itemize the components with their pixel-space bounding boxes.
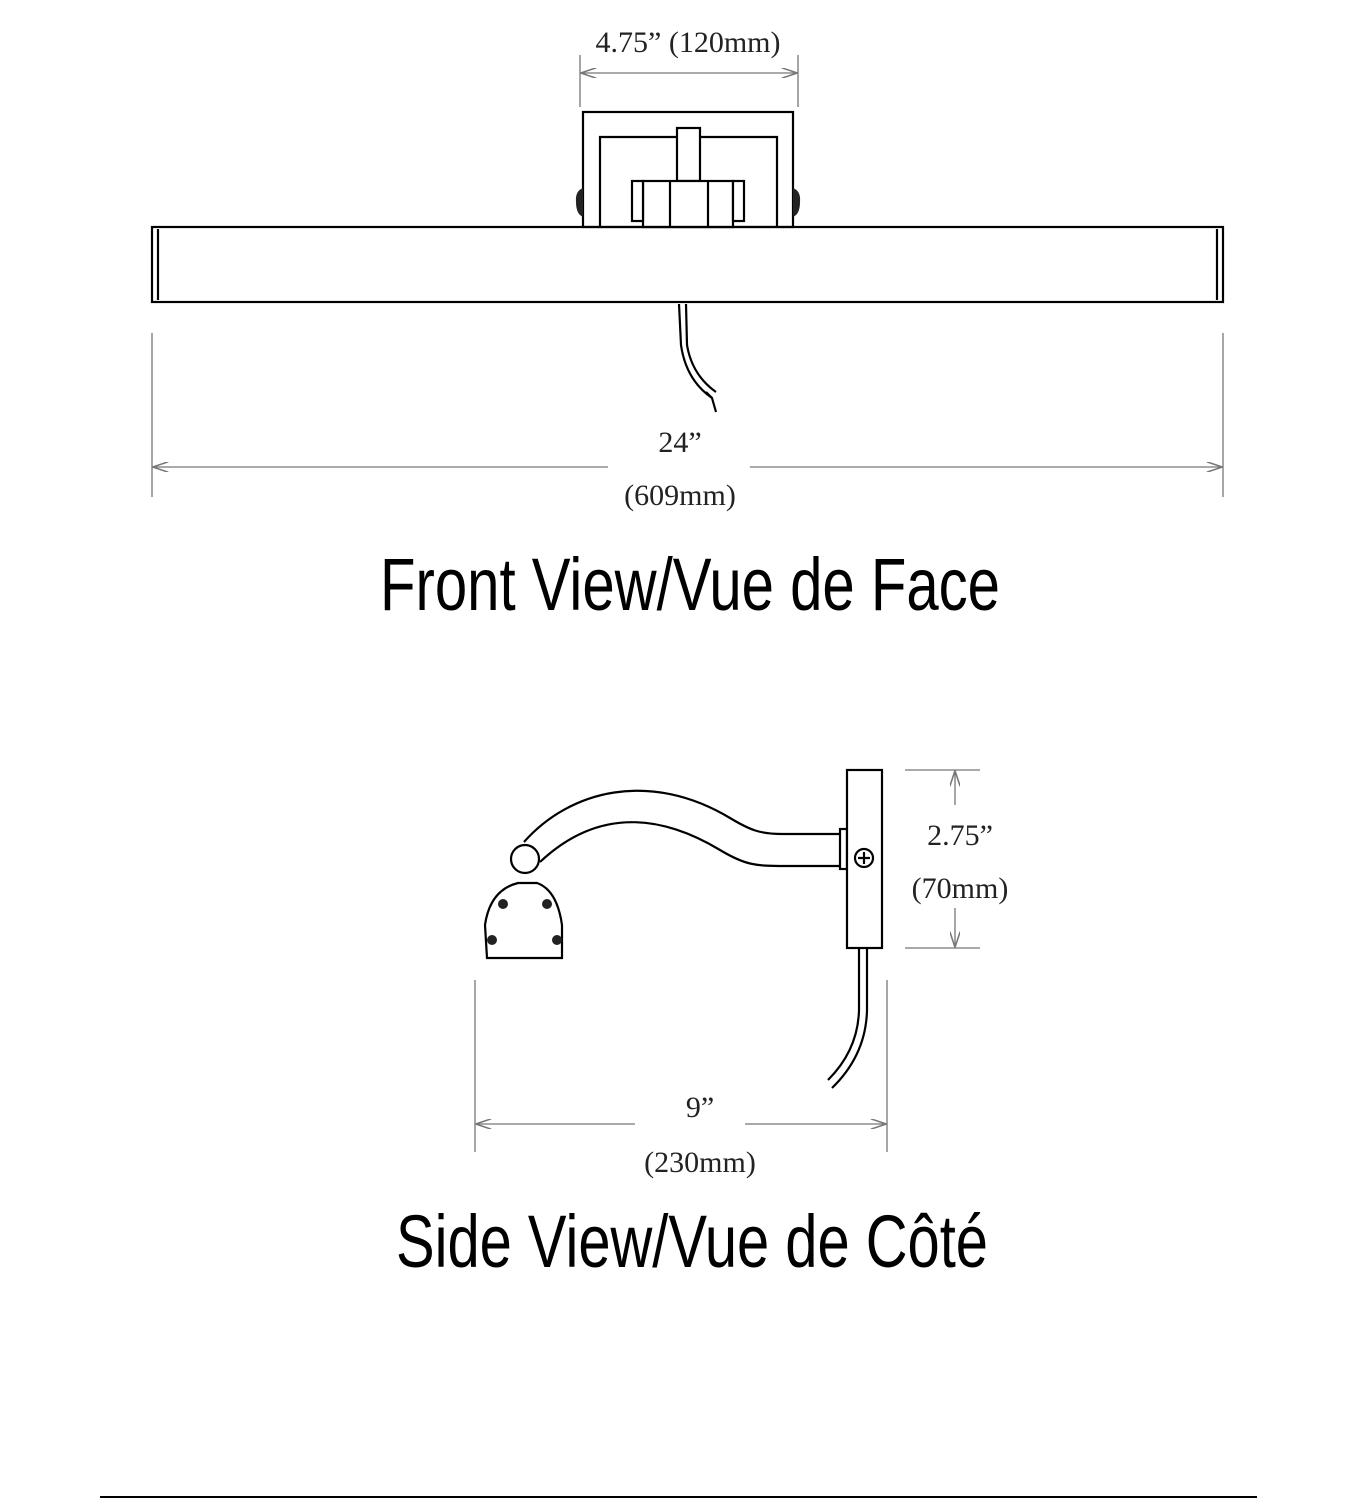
depth-mm-label: (230mm) [644, 1146, 756, 1179]
mount-width-dimension: 4.75” (120mm) [579, 26, 799, 107]
length-mm-label: (609mm) [624, 479, 736, 512]
depth-dimension: 9” (230mm) [474, 980, 888, 1179]
height-dimension: 2.75” (70mm) [905, 769, 1009, 949]
mount-width-label: 4.75” (120mm) [596, 26, 781, 59]
depth-inches-label: 9” [686, 1091, 714, 1124]
side-view-title: Side View/Vue de Côté [396, 1200, 988, 1283]
lamp-head [483, 843, 564, 960]
height-inches-label: 2.75” [927, 819, 993, 852]
height-mm-label: (70mm) [912, 872, 1009, 905]
screw-icon [853, 847, 875, 869]
light-bar [150, 225, 1225, 304]
side-power-cord [827, 949, 869, 1089]
length-dimension: 24” (609mm) [151, 333, 1224, 512]
wall-mount-bracket [575, 110, 801, 229]
front-view-title: Front View/Vue de Face [380, 543, 1000, 626]
length-inches-label: 24” [658, 426, 701, 459]
lamp-arm [523, 789, 849, 871]
power-cord [677, 303, 718, 413]
front-view: 4.75” (120mm) [150, 26, 1225, 626]
side-view: 2.75” (70mm) 9” (230mm) Side View/Vue de… [396, 768, 1009, 1283]
wall-plate [845, 768, 884, 950]
